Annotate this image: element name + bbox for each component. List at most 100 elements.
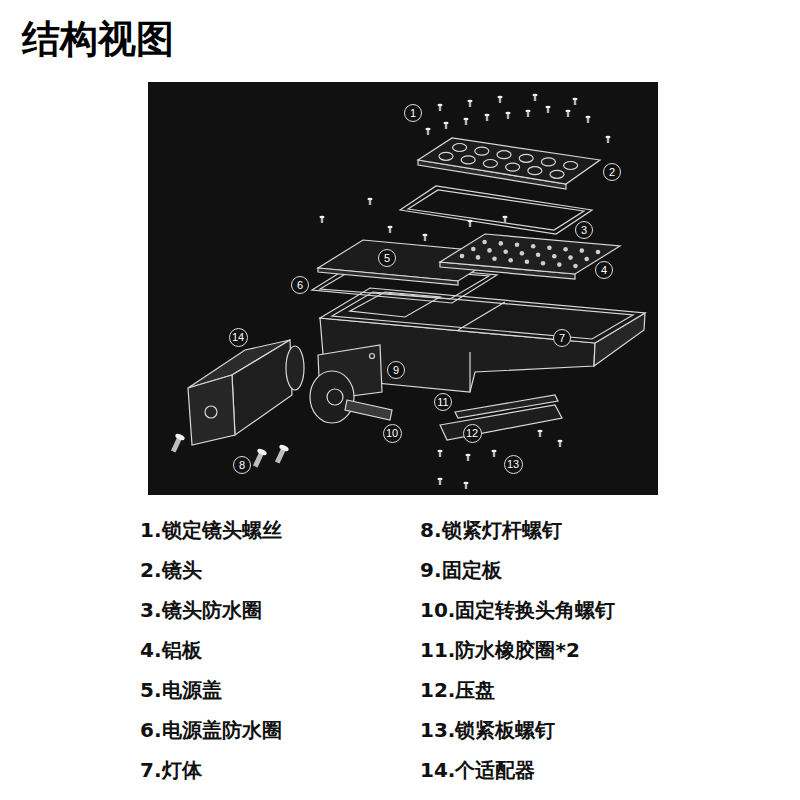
pole-bolt bbox=[273, 444, 290, 465]
callout-circle: 10 bbox=[383, 424, 402, 443]
screw bbox=[505, 112, 510, 119]
page-title: 结构视图 bbox=[22, 16, 174, 62]
lens-gasket-inner bbox=[408, 190, 584, 230]
lens-cell bbox=[528, 167, 542, 175]
corner-bolt bbox=[345, 400, 392, 420]
screw bbox=[525, 110, 530, 117]
callout-circle: 2 bbox=[603, 163, 621, 181]
led-dot bbox=[525, 259, 530, 264]
part-label: 10.固定转换头角螺钉 bbox=[420, 597, 615, 623]
screw bbox=[585, 116, 590, 123]
screw bbox=[557, 440, 562, 447]
adapter-collar bbox=[286, 346, 304, 390]
part-label: 11.防水橡胶圈*2 bbox=[420, 637, 580, 663]
led-dot bbox=[541, 261, 546, 266]
screw bbox=[497, 96, 502, 103]
lens-cells bbox=[439, 144, 578, 179]
led-dot bbox=[482, 240, 487, 245]
lens-cell bbox=[541, 158, 555, 166]
callout-circle: 7 bbox=[553, 329, 571, 347]
callout-circle: 4 bbox=[595, 261, 613, 279]
plate-hole bbox=[370, 354, 375, 359]
lens-cell bbox=[475, 147, 489, 155]
screw bbox=[605, 136, 610, 143]
part-label: 13.锁紧板螺钉 bbox=[420, 717, 555, 743]
adapter-hole bbox=[205, 406, 217, 418]
led-dot bbox=[499, 241, 504, 246]
callout-number: 8 bbox=[239, 459, 245, 471]
led-dot bbox=[471, 247, 476, 252]
callout-circle: 5 bbox=[378, 249, 396, 267]
screw bbox=[565, 110, 570, 117]
part-label: 4.铝板 bbox=[140, 637, 202, 663]
led-dot bbox=[508, 258, 513, 263]
led-dot bbox=[552, 254, 557, 259]
part-label: 3.镜头防水圈 bbox=[140, 597, 262, 623]
screw bbox=[422, 234, 427, 241]
led-dot bbox=[515, 243, 520, 248]
part-label: 12.压盘 bbox=[420, 677, 495, 703]
lens-cell bbox=[439, 152, 453, 160]
adapter-side bbox=[232, 340, 292, 435]
part-label: 2.镜头 bbox=[140, 557, 202, 583]
callout-number: 3 bbox=[581, 224, 587, 236]
part-label: 7.灯体 bbox=[140, 757, 202, 783]
callout-number: 6 bbox=[297, 279, 303, 291]
part-label: 6.电源盖防水圈 bbox=[140, 717, 282, 743]
lens-cell bbox=[461, 156, 475, 164]
led-dots bbox=[460, 240, 601, 269]
adapter-face bbox=[188, 375, 235, 445]
part-label: 1.锁定镜头螺丝 bbox=[140, 517, 282, 543]
illustration bbox=[188, 138, 645, 445]
led-dot bbox=[584, 257, 589, 262]
callout-circle: 14 bbox=[229, 328, 248, 347]
lens-cell bbox=[483, 160, 497, 168]
callout-number: 11 bbox=[437, 396, 448, 408]
body-rim bbox=[332, 292, 633, 339]
screw bbox=[502, 216, 507, 223]
screw bbox=[491, 450, 496, 457]
callout-circle: 3 bbox=[575, 221, 593, 239]
screw bbox=[387, 226, 392, 233]
callout-number: 2 bbox=[609, 166, 615, 178]
pole-bolt bbox=[251, 448, 268, 469]
screw bbox=[465, 454, 470, 461]
callout-circle: 12 bbox=[463, 424, 482, 443]
body-detail bbox=[350, 292, 440, 317]
screw bbox=[467, 220, 472, 227]
screw bbox=[532, 94, 537, 101]
power-cover-edge bbox=[318, 268, 458, 285]
led-dot bbox=[492, 257, 497, 262]
screw bbox=[467, 100, 472, 107]
screw bbox=[437, 478, 442, 485]
adapter bbox=[188, 340, 304, 445]
screws bbox=[169, 94, 611, 489]
callout-number: 10 bbox=[386, 427, 398, 439]
screw bbox=[319, 216, 324, 223]
callout-circle: 13 bbox=[504, 455, 523, 474]
callout-number: 12 bbox=[466, 427, 478, 439]
screw bbox=[484, 114, 489, 121]
screw bbox=[545, 106, 550, 113]
callout-number: 5 bbox=[384, 252, 390, 264]
lens-cell bbox=[550, 170, 564, 178]
screw bbox=[425, 128, 430, 135]
screw bbox=[463, 482, 468, 489]
callout-circle: 8 bbox=[233, 456, 251, 474]
press-plate bbox=[440, 405, 562, 440]
lens-cell bbox=[519, 154, 533, 162]
callout-number: 13 bbox=[507, 458, 519, 470]
lens-cell bbox=[506, 163, 520, 171]
screw bbox=[437, 450, 442, 457]
screw bbox=[572, 98, 577, 105]
led-dot bbox=[547, 245, 552, 250]
led-dot bbox=[520, 251, 525, 256]
led-dot bbox=[557, 262, 562, 267]
aluminium-plate bbox=[440, 234, 620, 274]
screw bbox=[437, 104, 442, 111]
lens-gasket bbox=[400, 186, 592, 234]
screw bbox=[443, 122, 448, 129]
